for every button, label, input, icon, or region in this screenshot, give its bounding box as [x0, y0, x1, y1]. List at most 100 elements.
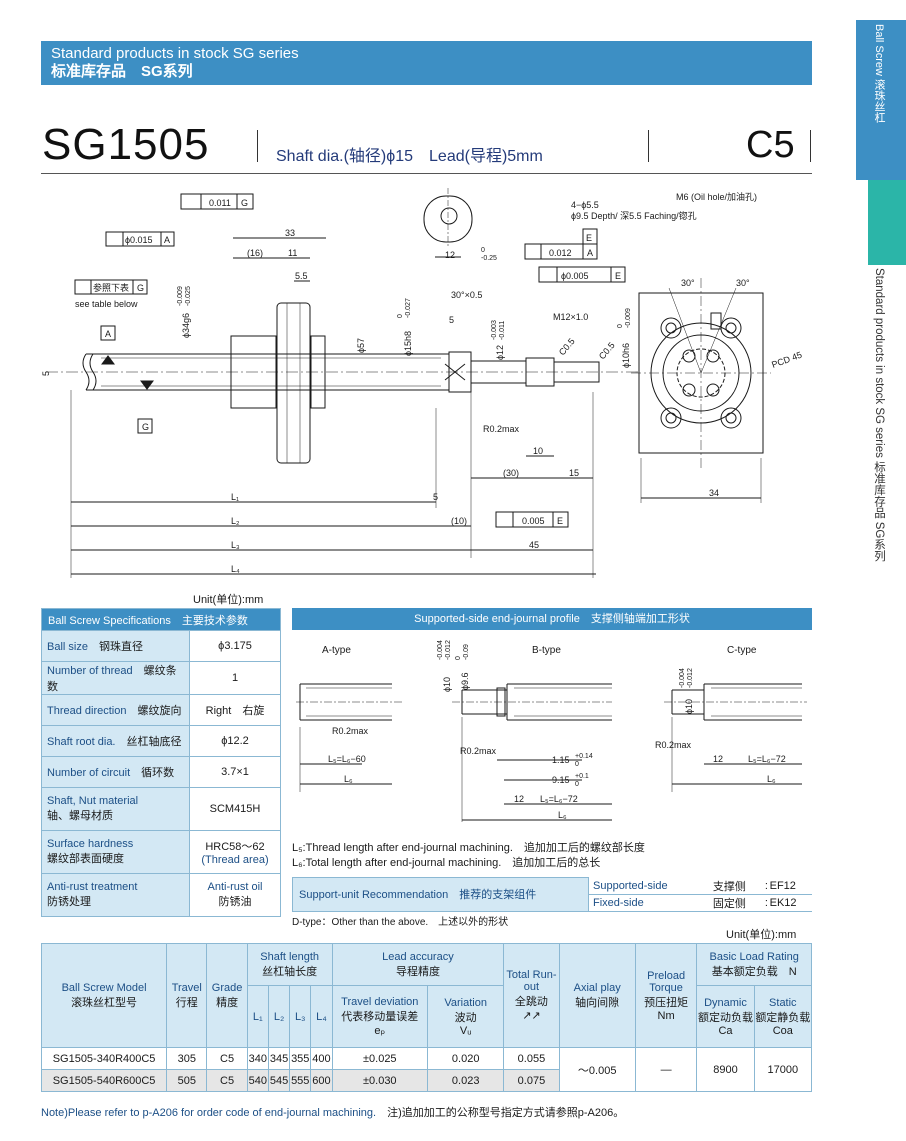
- spec-row: Number of circuit 循环数 3.7×1: [41, 756, 281, 788]
- svg-text:0: 0: [481, 247, 485, 254]
- svg-text:A: A: [105, 329, 111, 339]
- svg-text:L₁: L₁: [231, 492, 239, 502]
- svg-text:L₆: L₆: [344, 774, 353, 784]
- support-unit-table: Support-unit Recommendation 推荐的支架组件 Supp…: [292, 877, 812, 912]
- side-tab-ball-screw[interactable]: [856, 20, 906, 180]
- end-journal-title: Supported-side end-journal profile 支撑侧轴端…: [292, 608, 812, 630]
- svg-text:E: E: [586, 233, 592, 243]
- svg-text:(10): (10): [451, 516, 467, 526]
- svg-text:-0.027: -0.027: [405, 298, 412, 318]
- svg-text:0: 0: [397, 314, 404, 318]
- footer-note: Note)Please refer to p-A206 for order co…: [41, 1107, 625, 1119]
- svg-text:R0.2max: R0.2max: [483, 424, 520, 434]
- svg-text:-0.004: -0.004: [437, 640, 444, 660]
- svg-text:12: 12: [445, 250, 455, 260]
- svg-text:R0.2max: R0.2max: [332, 726, 369, 736]
- svg-text:G: G: [137, 283, 144, 293]
- svg-text:0.012: 0.012: [549, 248, 572, 258]
- svg-text:L₅=L₆−72: L₅=L₆−72: [748, 754, 786, 764]
- spec-row: Thread direction 螺纹旋向 Right 右旋: [41, 694, 281, 726]
- svg-text:L₂: L₂: [231, 516, 240, 526]
- svg-text:ϕ10: ϕ10: [442, 677, 452, 692]
- svg-text:0: 0: [617, 324, 624, 328]
- supported-side-zh: 支撑侧: [712, 877, 765, 895]
- svg-text:ϕ10h6: ϕ10h6: [621, 343, 631, 368]
- preload-value: —: [634, 1047, 698, 1092]
- technical-drawing: 0.011 G ϕ0.015 A 参照下表 G see table below …: [41, 188, 803, 578]
- svg-text:0.011: 0.011: [209, 198, 231, 208]
- svg-text:-0.012: -0.012: [445, 640, 452, 660]
- svg-text:A: A: [587, 248, 593, 258]
- svg-text:0: 0: [575, 761, 579, 768]
- axial-play-value: ～0.005: [558, 1047, 636, 1092]
- svg-text:5: 5: [433, 492, 438, 502]
- svg-text:ϕ0.005: ϕ0.005: [561, 271, 589, 281]
- svg-text:M12×1.0: M12×1.0: [553, 312, 588, 322]
- table-row: SG1505-340R400C5 305 C5 340 345 355 400 …: [40, 1047, 813, 1092]
- svg-text:-0.011: -0.011: [499, 321, 506, 340]
- svg-text:C-type: C-type: [727, 645, 757, 656]
- spec-row: Ball size 钢珠直径 ϕ3.175: [41, 630, 281, 662]
- supported-side-value: EF12: [769, 877, 812, 895]
- unit-label: Unit(单位):mm: [726, 929, 797, 941]
- svg-text:5: 5: [449, 315, 454, 325]
- svg-text:C0.5: C0.5: [557, 336, 577, 357]
- svg-text:R0.2max: R0.2max: [655, 740, 692, 750]
- header-band: Standard products in stock SG series 标准库…: [41, 41, 812, 85]
- svg-text:ϕ12: ϕ12: [495, 345, 505, 360]
- svg-text:+0.1: +0.1: [575, 773, 589, 780]
- side-tab-series-label[interactable]: Standard products in stock SG series 标准库…: [873, 268, 885, 562]
- svg-text:+0.14: +0.14: [575, 753, 593, 760]
- svg-text:PCD 45: PCD 45: [770, 350, 803, 370]
- svg-text:-0.009: -0.009: [625, 308, 632, 328]
- svg-text:E: E: [615, 271, 621, 281]
- fixed-side-en: Fixed-side: [588, 894, 713, 912]
- end-journal-drawing: A-type B-type C-type R0.2max L₅=L₆−60 L₆…: [296, 640, 807, 822]
- side-tab-active-marker: [868, 180, 906, 265]
- shaft-lead-spec: Shaft dia.(轴径)ϕ15 Lead(导程)5mm: [276, 148, 543, 165]
- svg-text:(16): (16): [247, 248, 263, 258]
- svg-text:L₄: L₄: [231, 564, 240, 574]
- svg-text:34: 34: [709, 488, 719, 498]
- svg-text:A: A: [164, 235, 170, 245]
- svg-text:ϕ15h8: ϕ15h8: [403, 331, 413, 356]
- svg-text:G: G: [241, 198, 248, 208]
- spec-row: Shaft root dia. 丝杠轴底径 ϕ12.2: [41, 725, 281, 757]
- static-load-value: 17000: [753, 1047, 813, 1092]
- svg-text:-0.025: -0.025: [185, 286, 192, 306]
- note-l5: L₅:Thread length after end-journal machi…: [292, 842, 645, 854]
- svg-text:0: 0: [455, 656, 462, 660]
- svg-text:30°: 30°: [736, 278, 750, 288]
- dtype-note: D-type：Other than the above. 上述以外的形状: [292, 917, 509, 928]
- fixed-side-zh: 固定侧: [712, 894, 765, 912]
- svg-text:G: G: [142, 422, 149, 432]
- support-unit-label: Support-unit Recommendation 推荐的支架组件: [292, 877, 589, 912]
- header-title-zh: 标准库存品 SG系列: [51, 63, 193, 80]
- title-divider: [648, 130, 649, 162]
- note-l6: L₆:Total length after end-journal machin…: [292, 857, 601, 869]
- svg-text:30°×0.5: 30°×0.5: [451, 290, 482, 300]
- table-row: SG1505-540R600C5 505 C5 540 545 555 600 …: [40, 1069, 812, 1092]
- svg-text:33: 33: [285, 228, 295, 238]
- svg-text:ϕ10: ϕ10: [684, 699, 694, 714]
- svg-text:-0.004: -0.004: [679, 668, 686, 688]
- svg-text:5.5: 5.5: [295, 271, 308, 281]
- svg-text:-0.009: -0.009: [177, 286, 184, 306]
- svg-text:A-type: A-type: [322, 645, 351, 656]
- grade-title: C5: [746, 124, 795, 166]
- svg-text:30°: 30°: [681, 278, 695, 288]
- svg-text:1.15: 1.15: [552, 755, 570, 765]
- spec-table: Ball Screw Specifications 主要技术参数 Ball si…: [41, 608, 281, 917]
- model-title: SG1505: [42, 120, 210, 169]
- svg-text:12: 12: [713, 754, 723, 764]
- svg-text:0: 0: [575, 781, 579, 788]
- svg-text:E: E: [557, 516, 563, 526]
- fixed-side-value: EK12: [769, 894, 812, 912]
